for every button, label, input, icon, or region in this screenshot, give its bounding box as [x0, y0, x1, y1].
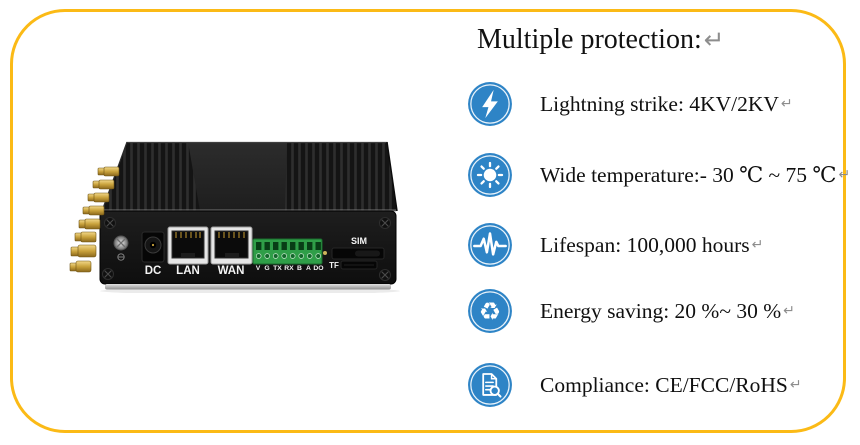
sim-slot [331, 247, 385, 260]
svg-text:TX: TX [273, 265, 282, 272]
paragraph-return-mark: ↵ [838, 167, 851, 183]
aluminum-base-strip [105, 284, 391, 290]
terminal-block [252, 238, 323, 265]
panel-screws [102, 217, 391, 281]
feature-text: Wide temperature:- 30 ℃ ~ 75 ℃ [540, 162, 837, 187]
page-title-text: Multiple protection: [477, 24, 702, 55]
lan-port [167, 226, 209, 265]
svg-text:B: B [297, 265, 302, 272]
wan-port [210, 226, 253, 265]
dc-label: DC [145, 265, 162, 277]
antenna-connectors [69, 166, 120, 273]
paragraph-return-mark: ↵ [789, 377, 802, 393]
heatsink-top [101, 141, 398, 212]
wan-label: WAN [218, 265, 245, 277]
terminal-pin-labels: V G TX RX B A DO [256, 265, 324, 272]
dc-power-jack [141, 231, 165, 263]
pulse-icon [468, 223, 512, 267]
svg-text:RX: RX [284, 265, 294, 272]
feature-text: Energy saving: 20 %~ 30 % [540, 298, 782, 323]
feature-row-energy: ♻ Energy saving: 20 %~ 30 %↵ [467, 288, 795, 334]
feature-text: Lightning strike: 4KV/2KV [540, 91, 779, 116]
paragraph-return-mark: ↵ [751, 237, 764, 253]
feature-row-temperature: Wide temperature:- 30 ℃ ~ 75 ℃↵ [467, 152, 850, 198]
frame-border [10, 9, 846, 433]
feature-row-lifespan: Lifespan: 100,000 hours↵ [467, 222, 763, 268]
svg-text:DO: DO [313, 265, 323, 272]
svg-text:A: A [306, 265, 311, 272]
document-search-icon [468, 363, 512, 407]
svg-text:V: V [256, 265, 261, 272]
paragraph-return-mark: ↵ [783, 303, 795, 319]
feature-row-compliance: Compliance: CE/FCC/RoHS↵ [467, 362, 802, 408]
paragraph-return-mark: ↵ [780, 96, 793, 112]
svg-text:G: G [264, 265, 269, 272]
status-led [323, 251, 327, 255]
lan-label: LAN [176, 265, 200, 277]
sun-icon [468, 153, 512, 197]
lightning-icon [468, 82, 512, 126]
sim-label: SIM [351, 236, 367, 246]
feature-text: Lifespan: 100,000 hours [540, 232, 750, 257]
router-product-photo: DC LAN WAN [69, 141, 400, 293]
paragraph-return-mark: ↵ [703, 25, 725, 54]
page-title: Multiple protection:↵ [477, 24, 724, 56]
svg-text:♻: ♻ [479, 297, 501, 326]
recycle-icon: ♻ [468, 289, 512, 333]
feature-text: Compliance: CE/FCC/RoHS [540, 372, 788, 397]
ground-screw [113, 235, 129, 261]
feature-row-lightning: Lightning strike: 4KV/2KV↵ [467, 81, 793, 127]
tf-slot [340, 260, 378, 270]
tf-label: TF [329, 261, 339, 270]
